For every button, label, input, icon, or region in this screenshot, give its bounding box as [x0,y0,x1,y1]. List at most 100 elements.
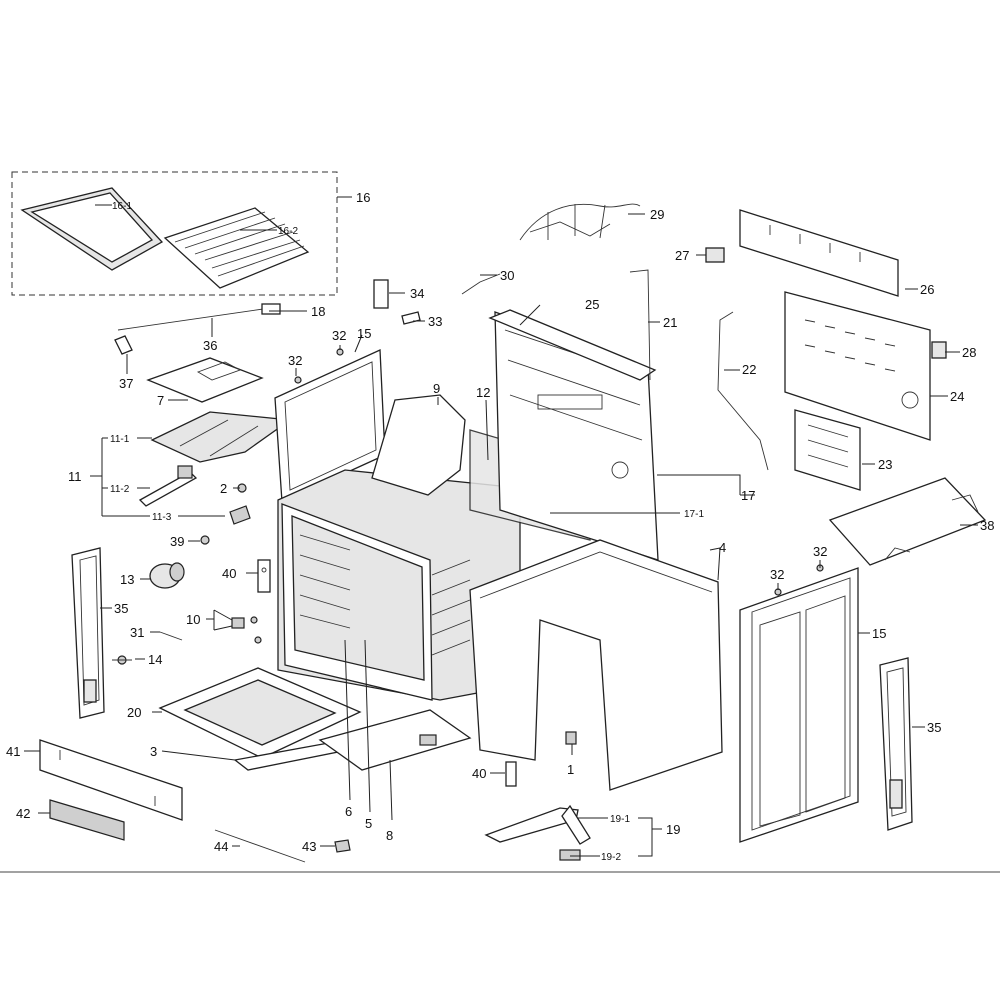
callout-15a: 15 [357,326,371,341]
hinge-rod-36 [114,303,281,355]
callout-2: 2 [220,481,227,496]
rear-cover-26 [739,209,899,297]
insulation-plate-7 [146,357,264,403]
clamp-14 [112,655,132,665]
callout-32a: 32 [332,328,346,343]
hinge-receiver-40-upper [257,559,271,593]
cooling-duct-11-1 [150,411,292,463]
door-frame-15-right [739,567,859,843]
knob-13 [149,562,185,589]
broil-pan [20,187,164,271]
hinge-receiver-40-lower [505,761,517,787]
callout-6: 6 [345,804,352,819]
callout-36: 36 [203,338,217,353]
callout-40a: 40 [222,566,236,581]
callout-44: 44 [214,839,228,854]
callout-12: 12 [476,385,490,400]
callout-11-3: 11-3 [152,512,172,523]
callout-22: 22 [742,362,756,377]
side-trim-35-left [71,547,105,719]
callout-8: 8 [386,828,393,843]
callout-25: 25 [585,297,599,312]
bracket-28 [931,341,947,359]
callout-41: 41 [6,744,20,759]
rear-panel-24 [784,291,931,441]
callout-40b: 40 [472,766,486,781]
cooling-duct-9 [371,394,466,496]
callout-13: 13 [120,572,134,587]
callout-labels: 16 16-1 16-2 18 36 37 7 11-1 11 11-2 11-… [6,190,994,863]
callout-43: 43 [302,839,316,854]
callout-32c: 32 [813,544,827,559]
callout-11: 11 [68,469,82,484]
callout-23: 23 [878,457,892,472]
callout-5: 5 [365,816,372,831]
callout-9: 9 [433,381,440,396]
accessory-group-box [11,171,338,296]
vent-box-23 [794,409,861,491]
bracket-34 [373,279,389,309]
callout-1: 1 [567,762,574,777]
callout-7: 7 [157,393,164,408]
callout-21: 21 [663,315,677,330]
callout-28: 28 [962,345,976,360]
bottom-plate-8 [318,709,472,771]
callout-39: 39 [170,534,184,549]
leader-lines [24,196,978,857]
callout-11-1: 11-1 [110,434,130,445]
callout-15b: 15 [872,626,886,641]
callout-32b: 32 [288,353,302,368]
callout-38: 38 [980,518,994,533]
bracket-32-b [294,376,302,384]
kick-panel-insulation-42 [49,799,125,841]
gas-tube-22 [717,311,769,471]
sensor-31 [159,631,183,641]
callout-24: 24 [950,389,964,404]
kick-panel-41 [39,739,183,821]
callout-37: 37 [119,376,133,391]
top-bracket-25 [488,309,657,381]
callout-35a: 35 [114,601,128,616]
callout-16: 16 [356,190,370,205]
clip-27 [705,247,725,263]
motor-bracket-11-2 [138,465,198,507]
power-cord-30 [461,273,501,295]
wire-harness-29 [519,203,641,241]
terminal-10 [231,616,262,644]
fan-motor-11-3 [229,505,251,525]
callout-31: 31 [130,625,144,640]
callout-16-1: 16-1 [112,201,132,212]
callout-42: 42 [16,806,30,821]
drip-tray-38 [828,477,987,566]
callout-19-2: 19-2 [601,852,621,863]
callout-10: 10 [186,612,200,627]
callout-26: 26 [920,282,934,297]
callout-32d: 32 [770,567,784,582]
callout-34: 34 [410,286,424,301]
callout-20: 20 [127,705,141,720]
switch-33 [401,311,421,325]
door-latch-1 [565,731,577,745]
callout-27: 27 [675,248,689,263]
outer-cabinet-4 [469,539,723,791]
callout-17: 17 [741,488,755,503]
clip-43 [334,839,351,853]
callout-17-1: 17-1 [684,509,704,520]
callout-16-2: 16-2 [278,226,298,237]
callout-30: 30 [500,268,514,283]
oven-cavity [277,469,521,701]
callout-19: 19 [666,822,680,837]
tube-21 [629,269,651,381]
oven-rack [163,207,310,289]
clip-39 [200,535,210,545]
callout-3: 3 [150,744,157,759]
callout-4: 4 [719,540,726,555]
callout-29: 29 [650,207,664,222]
side-trim-35-right [879,657,913,831]
callout-19-1: 19-1 [610,814,630,825]
callout-14: 14 [148,652,162,667]
callout-33: 33 [428,314,442,329]
warming-drawer-20 [158,667,362,759]
wire-harness-44 [214,829,306,863]
